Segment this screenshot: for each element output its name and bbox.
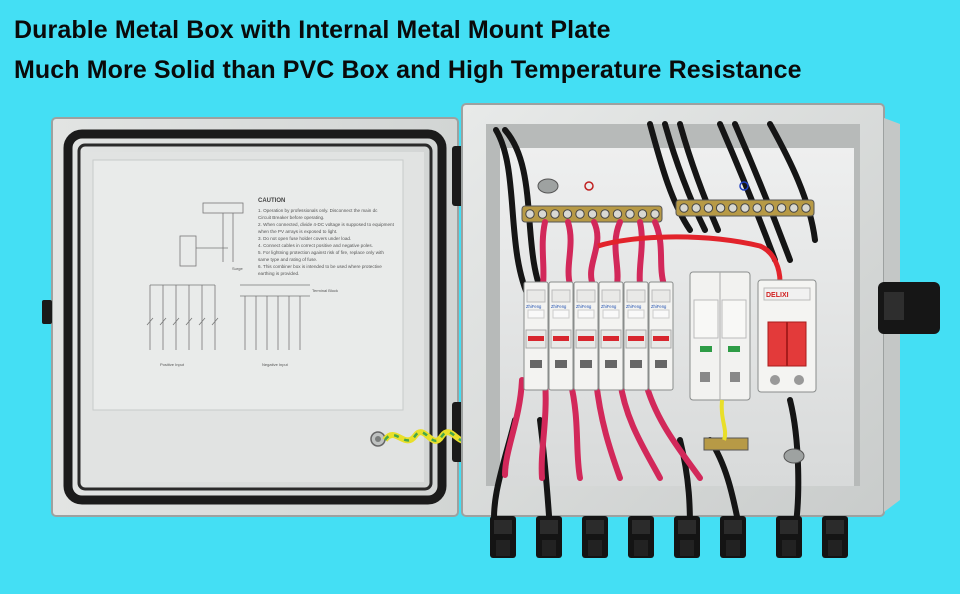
- box-door: [42, 117, 464, 517]
- positive-input-lines: [146, 285, 219, 350]
- bus-screw: [650, 209, 660, 219]
- bus-screw: [789, 203, 799, 213]
- caution-text-block: 1. Operation by professionals only. Disc…: [258, 208, 395, 276]
- bus-screw: [587, 209, 598, 219]
- headline-line-1: Durable Metal Box with Internal Metal Mo…: [14, 16, 611, 44]
- fuse-brand: ZhiFeng: [626, 304, 642, 309]
- fuse-brand: ZhiFeng: [576, 304, 592, 309]
- caution-line: 3. Do not open fuse holder covers under …: [258, 236, 351, 241]
- cable-gland: [674, 516, 700, 558]
- negative-input-lines: [244, 296, 301, 350]
- bus-screw: [525, 209, 535, 219]
- cable-gland: [582, 516, 608, 558]
- surge-label: Surge: [232, 266, 243, 271]
- caution-line: same type and rating of fuse.: [258, 257, 317, 262]
- ground-bar: [703, 399, 749, 451]
- red-cables: [502, 219, 703, 481]
- caution-heading: CAUTION: [258, 198, 285, 204]
- bus-screw: [728, 203, 738, 213]
- fuse-brand: ZhiFeng: [526, 304, 542, 309]
- bus-screw: [764, 203, 775, 213]
- fuse-holders: ZhiFeng ZhiFeng ZhiFeng ZhiFeng ZhiFeng ZhiFe…: [523, 281, 674, 391]
- caution-line: 4. Connect cables in correct positive an…: [258, 243, 373, 248]
- bus-screw: [612, 209, 623, 219]
- bus-screw: [625, 209, 635, 219]
- caution-line: 2. When connected, divide 4-DC voltage i…: [258, 222, 395, 227]
- surge-protector: [689, 271, 751, 401]
- fuse-holder: ZhiFeng: [573, 281, 599, 391]
- caution-line: Circuit Breaker before operating.: [258, 215, 324, 220]
- cable-gland: [536, 516, 562, 558]
- surge-connection-wire: [597, 234, 783, 283]
- bus-screw: [801, 203, 811, 213]
- mount-screw: [537, 178, 559, 194]
- cable-gland: [720, 516, 746, 558]
- fuse-brand: ZhiFeng: [601, 304, 617, 309]
- bus-screw: [537, 209, 548, 219]
- cable-gland: [776, 516, 802, 558]
- bus-screw: [752, 203, 762, 213]
- mount-screw: [783, 448, 805, 464]
- fuse-holder: ZhiFeng: [523, 281, 549, 391]
- cable-gland: [822, 516, 848, 558]
- bus-screw: [600, 209, 610, 219]
- bus-screw: [575, 209, 585, 219]
- caution-line: when the PV arrays is exposed to light.: [258, 229, 337, 234]
- bus-screw: [637, 209, 648, 219]
- caution-line: 5. For lightning protection against risk…: [258, 250, 384, 255]
- headline-line-2: Much More Solid than PVC Box and High Te…: [14, 56, 802, 84]
- terminal-block-label: Terminal Block: [312, 288, 338, 293]
- caution-line: 6. This combiner box is intended to be u…: [258, 264, 382, 269]
- bus-screw: [691, 203, 701, 213]
- bus-screw: [740, 203, 750, 213]
- cable-gland: [628, 516, 654, 558]
- bus-screw: [679, 203, 689, 213]
- cable-glands: [490, 516, 848, 558]
- fuse-holder: ZhiFeng: [623, 281, 649, 391]
- ground-screw: [370, 431, 386, 447]
- negative-symbol: [739, 181, 749, 191]
- caution-line: 1. Operation by professionals only. Disc…: [258, 208, 378, 213]
- fuse-holder: ZhiFeng: [548, 281, 574, 391]
- bus-screw: [776, 203, 787, 213]
- positive-input-label: Positive Input: [160, 362, 185, 367]
- fuse-brand: ZhiFeng: [651, 304, 667, 309]
- fuse-holder: ZhiFeng: [598, 281, 624, 391]
- door-wiring-label: [150, 202, 310, 297]
- bus-screw: [550, 209, 560, 219]
- cable-gland: [490, 516, 516, 558]
- bus-screw: [715, 203, 726, 213]
- bus-screw: [562, 209, 573, 219]
- fuse-holder: ZhiFeng: [648, 281, 674, 391]
- negative-input-label: Negative Input: [262, 362, 289, 367]
- caution-line: earthing is provided.: [258, 271, 299, 276]
- bus-screw: [703, 203, 714, 213]
- dc-circuit-breaker: [757, 279, 817, 393]
- positive-symbol: [584, 181, 594, 191]
- fuse-brand: ZhiFeng: [551, 304, 567, 309]
- door-latch: [42, 300, 52, 324]
- breaker-brand: DELIXI: [766, 292, 789, 299]
